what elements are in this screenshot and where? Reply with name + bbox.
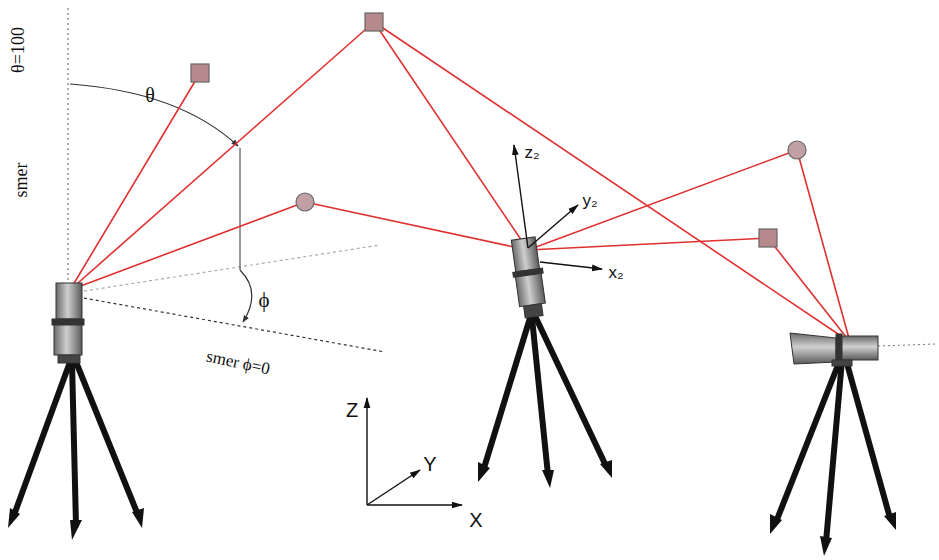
- total-station: [508, 236, 549, 318]
- tripods: [14, 318, 890, 542]
- axis-label: X: [469, 510, 482, 530]
- sight-lines: [70, 22, 850, 342]
- total-station: [790, 333, 936, 366]
- tripod-feet: [8, 460, 896, 556]
- angle-symbol: ϕ: [258, 290, 269, 311]
- direction-label: smer: [11, 163, 29, 198]
- axis-label: Y: [423, 454, 436, 474]
- axes: [367, 145, 602, 505]
- total-station: [52, 283, 84, 363]
- construction-lines: [68, 8, 385, 352]
- targets: [191, 13, 806, 247]
- axis-label: Z: [346, 400, 358, 420]
- direction-label: smer ϕ=0: [205, 347, 271, 377]
- axis-label: y₂: [582, 192, 597, 209]
- angle-label: θ=100: [9, 27, 27, 73]
- axis-label: x₂: [608, 264, 623, 281]
- axis-label: z₂: [524, 144, 539, 161]
- angle-symbol: θ: [145, 85, 155, 105]
